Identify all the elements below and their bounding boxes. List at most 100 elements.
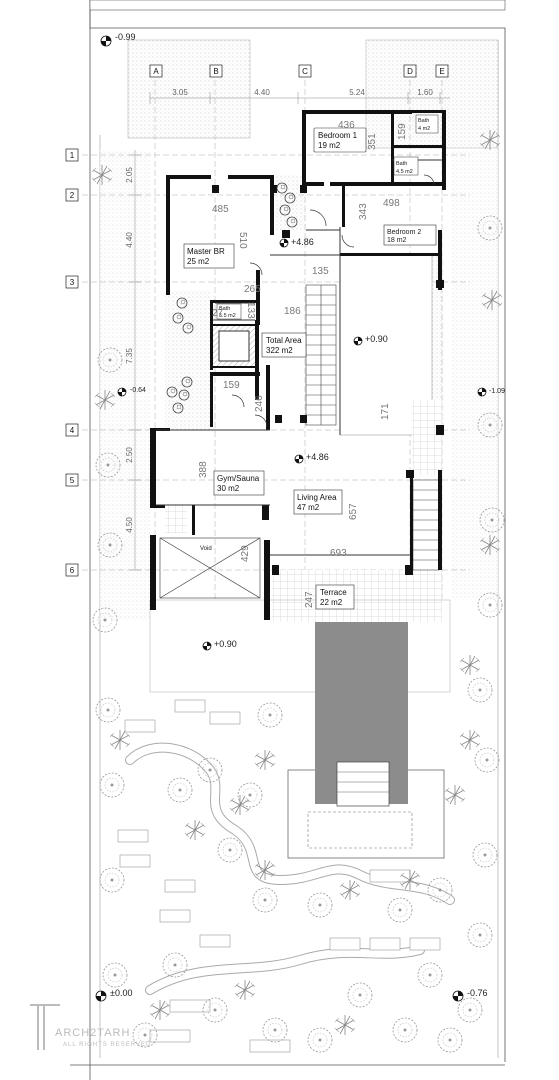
room-bath-2: Bath 4.5 m2 bbox=[393, 156, 419, 176]
floor-plates bbox=[149, 254, 451, 693]
svg-text:4 m2: 4 m2 bbox=[418, 126, 430, 132]
svg-text:-0.64: -0.64 bbox=[130, 387, 146, 394]
svg-text:485: 485 bbox=[212, 204, 229, 215]
room-bedroom-1: Bedroom 1 19 m2 bbox=[313, 127, 367, 153]
svg-text:246: 246 bbox=[254, 395, 265, 412]
total-area-label: Total Area 322 m2 bbox=[261, 332, 307, 358]
grid-col-a: A bbox=[149, 64, 163, 78]
svg-text:5.5 m2: 5.5 m2 bbox=[219, 313, 236, 319]
svg-text:5: 5 bbox=[70, 476, 75, 485]
svg-text:+0.90: +0.90 bbox=[214, 639, 237, 649]
svg-text:30 m2: 30 m2 bbox=[217, 484, 240, 493]
room-master-br: Master BR 25 m2 bbox=[183, 243, 235, 269]
svg-text:Bedroom 2: Bedroom 2 bbox=[387, 229, 421, 236]
level-marker-top-left: -0.99 bbox=[100, 32, 136, 47]
svg-text:47 m2: 47 m2 bbox=[297, 503, 320, 512]
svg-text:Master BR: Master BR bbox=[187, 247, 225, 256]
svg-text:159: 159 bbox=[223, 380, 240, 391]
svg-text:19 m2: 19 m2 bbox=[318, 141, 341, 150]
grid-row-3: 3 bbox=[65, 275, 79, 289]
room-gym-sauna: Gym/Sauna 30 m2 bbox=[213, 470, 265, 496]
grid-column-bubbles: A B C D E bbox=[149, 64, 449, 78]
svg-text:429: 429 bbox=[240, 545, 251, 562]
partitions bbox=[156, 159, 442, 556]
svg-text:498: 498 bbox=[383, 198, 400, 209]
svg-text:Living Area: Living Area bbox=[297, 493, 337, 502]
col-dim-de: 1.60 bbox=[417, 88, 433, 97]
garden-paths bbox=[117, 699, 455, 1053]
grid-col-e: E bbox=[435, 64, 449, 78]
grid-col-b: B bbox=[209, 64, 223, 78]
svg-text:Gym/Sauna: Gym/Sauna bbox=[217, 474, 260, 483]
svg-text:510: 510 bbox=[237, 232, 248, 249]
svg-text:4: 4 bbox=[70, 426, 75, 435]
svg-text:171: 171 bbox=[380, 403, 391, 420]
grid-row-4: 4 bbox=[65, 423, 79, 437]
svg-text:322 m2: 322 m2 bbox=[266, 346, 293, 355]
level-marker-right: -1.09 bbox=[477, 387, 505, 397]
svg-text:1: 1 bbox=[70, 151, 75, 160]
svg-text:135: 135 bbox=[312, 266, 329, 277]
grid-row-6: 6 bbox=[65, 563, 79, 577]
row-dim-56: 4.50 bbox=[125, 517, 134, 533]
svg-text:Bedroom 1: Bedroom 1 bbox=[318, 131, 358, 140]
svg-text:247: 247 bbox=[304, 591, 315, 608]
svg-text:+4.86: +4.86 bbox=[306, 452, 329, 462]
room-terrace: Terrace 22 m2 bbox=[315, 584, 355, 610]
row-dim-23: 4.40 bbox=[125, 232, 134, 248]
grid-col-c: C bbox=[298, 64, 312, 78]
row-dim-45: 2.50 bbox=[125, 447, 134, 463]
svg-text:A: A bbox=[153, 67, 159, 76]
svg-text:±0.00: ±0.00 bbox=[110, 988, 132, 998]
svg-text:-0.76: -0.76 bbox=[467, 988, 488, 998]
grid-col-d: D bbox=[403, 64, 417, 78]
grid-row-bubbles: 1 2 3 4 5 6 bbox=[65, 148, 79, 577]
svg-text:Bath: Bath bbox=[219, 306, 230, 312]
level-marker-hall: +4.86 bbox=[279, 237, 314, 248]
svg-text:2: 2 bbox=[70, 191, 75, 200]
grid-row-2: 2 bbox=[65, 188, 79, 202]
doors bbox=[231, 174, 435, 428]
level-marker-left: -0.64 bbox=[117, 387, 146, 397]
svg-text:E: E bbox=[439, 67, 444, 76]
room-bedroom-2: Bedroom 2 18 m2 bbox=[383, 224, 437, 246]
grid-row-1: 1 bbox=[65, 148, 79, 162]
row-dimensions: 2.05 4.40 7.35 2.50 4.50 bbox=[125, 167, 134, 533]
svg-text:Bath: Bath bbox=[418, 118, 429, 124]
column-dimensions: 3.05 4.40 5.24 1.60 bbox=[172, 88, 433, 97]
svg-text:159: 159 bbox=[397, 123, 408, 140]
row-dim-12: 2.05 bbox=[125, 167, 134, 183]
svg-text:133: 133 bbox=[245, 302, 256, 319]
svg-text:Bath: Bath bbox=[396, 161, 407, 167]
svg-text:Total Area: Total Area bbox=[266, 336, 302, 345]
level-marker-bottom-left: ±0.00 bbox=[95, 988, 132, 1002]
grid-row-5: 5 bbox=[65, 473, 79, 487]
void-area bbox=[159, 537, 261, 599]
svg-text:B: B bbox=[213, 67, 218, 76]
pool bbox=[287, 622, 445, 859]
svg-text:343: 343 bbox=[358, 203, 369, 220]
svg-text:265: 265 bbox=[244, 284, 261, 295]
svg-text:C: C bbox=[302, 67, 308, 76]
svg-text:186: 186 bbox=[284, 306, 301, 317]
room-living-area: Living Area 47 m2 bbox=[293, 489, 343, 515]
svg-text:4.5 m2: 4.5 m2 bbox=[396, 169, 413, 175]
col-dim-ab: 3.05 bbox=[172, 88, 188, 97]
level-marker-garden: +0.90 bbox=[202, 639, 237, 651]
level-marker-bottom-right: -0.76 bbox=[452, 988, 488, 1002]
svg-text:+0.90: +0.90 bbox=[365, 334, 388, 344]
svg-text:D: D bbox=[407, 67, 413, 76]
svg-text:388: 388 bbox=[198, 461, 209, 478]
room-bath-3: Bath 5.5 m2 bbox=[216, 303, 242, 320]
level-marker-double-height: +0.90 bbox=[353, 334, 388, 346]
svg-text:25 m2: 25 m2 bbox=[187, 257, 210, 266]
row-dim-34: 7.35 bbox=[125, 348, 134, 364]
col-dim-bc: 4.40 bbox=[254, 88, 270, 97]
svg-text:-1.09: -1.09 bbox=[489, 388, 505, 395]
svg-text:+4.86: +4.86 bbox=[291, 237, 314, 247]
void-label: Void bbox=[200, 546, 212, 552]
watermark-logo: ARCH2TARH ALL RIGHTS RESERVED bbox=[30, 1004, 150, 1050]
svg-text:22 m2: 22 m2 bbox=[320, 598, 343, 607]
svg-text:ARCH2TARH: ARCH2TARH bbox=[55, 1027, 130, 1039]
svg-text:27: 27 bbox=[212, 308, 224, 319]
